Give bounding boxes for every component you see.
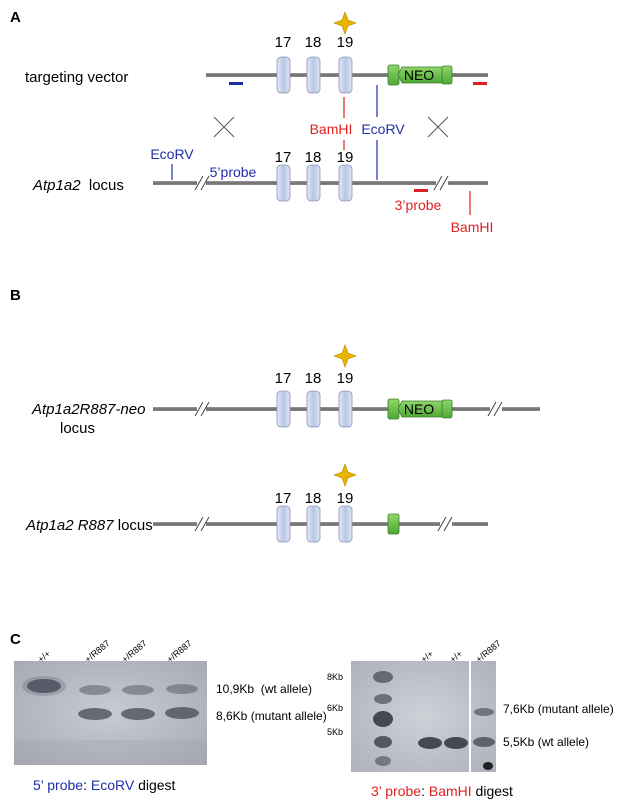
probe5-label: 5’probe: [210, 164, 257, 180]
exons-b1: [276, 390, 353, 428]
marker-6kb: 6Kb: [327, 703, 343, 713]
exons-b2: [276, 505, 353, 543]
left-blot-image: [14, 661, 207, 765]
marker-5kb: 5Kb: [327, 727, 343, 737]
neo-label-b1: NEO: [404, 401, 434, 417]
crossover-right-icon: [427, 116, 449, 138]
exon-18-label-b1: 18: [305, 370, 322, 387]
left-blot-caption: 5’ probe: EcoRV digest: [33, 777, 176, 793]
exon-18-label-b2: 18: [305, 490, 322, 507]
probe3-mark-locus: [414, 189, 428, 192]
exon-19-label-locus: 19: [337, 149, 354, 166]
left-lane-2: +/R887: [83, 638, 112, 664]
exon-19-label-b2: 19: [337, 490, 354, 507]
ecorv-label-vector: EcoRV: [361, 121, 405, 137]
panel-c-label: C: [10, 631, 21, 648]
probe3-label: 3’probe: [395, 197, 442, 213]
probe3-mark-vector: [473, 82, 487, 85]
exon-18-label-locus: 18: [305, 149, 322, 166]
atp1a2-r887-neo-locus-word: locus: [60, 420, 95, 437]
lox-remnant-b2: [387, 513, 400, 535]
exon-19-label: 19: [337, 34, 354, 51]
marker-8kb: 8Kb: [327, 672, 343, 682]
atp1a2-r887-neo-label: Atp1a2R887-neo: [31, 401, 145, 418]
exon-17-label-locus: 17: [275, 149, 292, 166]
ecorv-label-locus: EcoRV: [150, 146, 194, 162]
neo-cassette-b1: [387, 398, 453, 420]
left-lane-3: +/R887: [120, 638, 149, 664]
atp1a2-locus-label: Atp1a2 locus: [32, 177, 124, 194]
atp1a2-r887-line: [153, 516, 488, 532]
atp1a2-locus-line: [153, 175, 488, 191]
right-lane-3: +/R887: [474, 638, 503, 664]
mutation-star-icon-b2: [333, 463, 357, 487]
exons-vector: [276, 56, 353, 94]
mutation-star-icon: [333, 11, 357, 35]
right-blot-caption: 3’ probe: BamHI digest: [371, 783, 513, 799]
exon-18-label: 18: [305, 34, 322, 51]
probe5-mark-vector: [229, 82, 243, 85]
atp1a2-r887-locus-label: Atp1a2 R887 locus: [25, 517, 153, 534]
left-lane-4: +/R887: [165, 638, 194, 664]
exon-17-label: 17: [275, 34, 292, 51]
exon-17-label-b1: 17: [275, 370, 292, 387]
crossover-left-icon: [213, 116, 235, 138]
mutation-star-icon-b1: [333, 344, 357, 368]
panel-b-label: B: [10, 287, 21, 304]
left-band-mutant-label: 8,6Kb (mutant allele): [216, 709, 327, 723]
right-band-mutant-label: 7,6Kb (mutant allele): [503, 702, 614, 716]
exon-19-label-b1: 19: [337, 370, 354, 387]
neo-label: NEO: [404, 67, 434, 83]
panel-a-label: A: [10, 9, 21, 26]
right-band-wt-label: 5,5Kb (wt allele): [503, 735, 589, 749]
exons-locus: [276, 164, 353, 202]
neo-cassette-vector: [387, 64, 453, 86]
bamhi-label-vector: BamHI: [310, 121, 353, 137]
bamhi-label-locus: BamHI: [451, 219, 494, 235]
right-blot-image: [351, 661, 496, 772]
left-band-wt-label: 10,9Kb (wt allele): [216, 682, 312, 696]
exon-17-label-b2: 17: [275, 490, 292, 507]
targeting-vector-label: targeting vector: [25, 69, 128, 86]
